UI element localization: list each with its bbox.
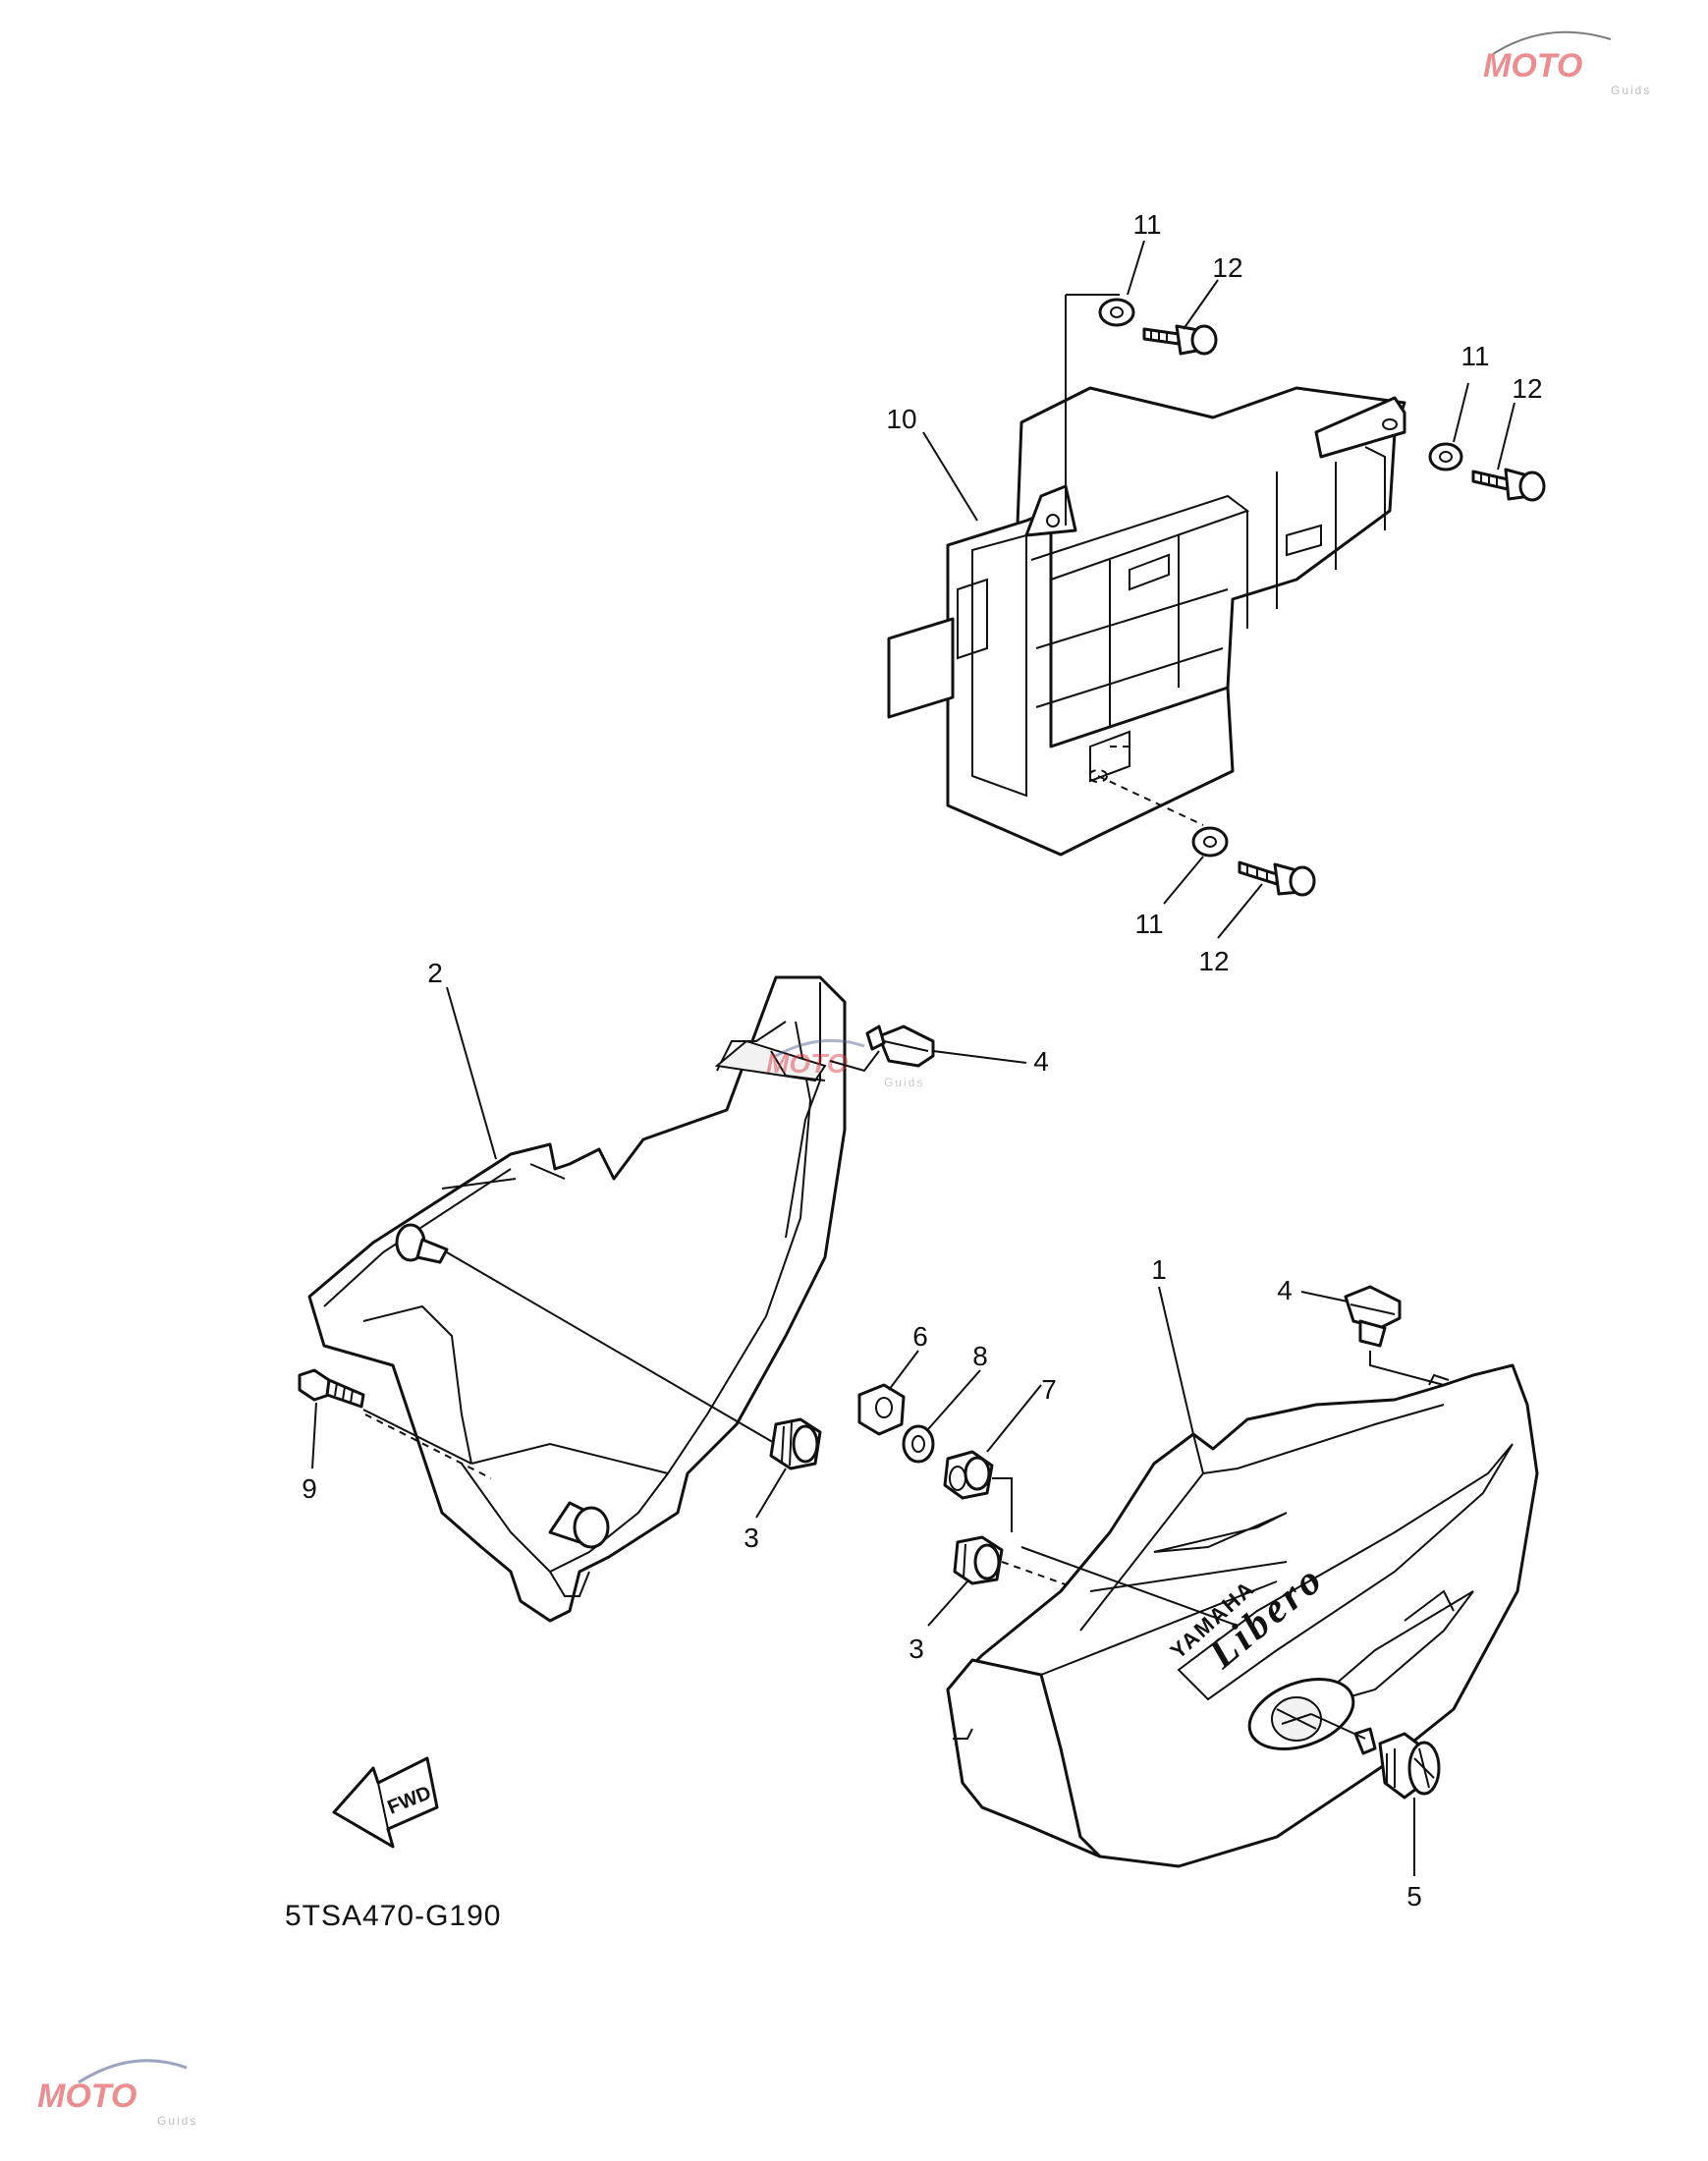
lock-cylinder-5 — [1353, 1727, 1441, 1800]
nut-6 — [857, 1383, 906, 1436]
callout-1: 1 — [1151, 1254, 1167, 1285]
leader-6 — [888, 1350, 919, 1391]
callout-7: 7 — [1041, 1374, 1057, 1405]
leader-12a — [1183, 279, 1219, 330]
mount-line-right — [1020, 1546, 1239, 1627]
clip-4-upper — [865, 1025, 935, 1068]
line-5 — [1310, 1713, 1366, 1740]
line-4b — [1369, 1351, 1445, 1386]
leader-4a — [932, 1050, 1027, 1064]
callout-4b: 4 — [1277, 1275, 1293, 1305]
callout-2: 2 — [427, 958, 443, 988]
grommet-7 — [943, 1450, 994, 1500]
leader-4b — [1300, 1291, 1349, 1302]
callout-3b: 3 — [909, 1634, 924, 1664]
watermark-sub-mid: Guids — [884, 1076, 924, 1089]
watermark-sub-top: Guids — [1611, 83, 1651, 97]
washer-8 — [902, 1424, 935, 1464]
leader-12b — [1497, 402, 1515, 471]
leader-12c — [1217, 883, 1263, 939]
leader-7 — [986, 1384, 1042, 1453]
line-7 — [992, 1477, 1013, 1532]
callout-3a: 3 — [744, 1523, 759, 1553]
watermark-logo-bottom: MOTO Guids — [37, 2059, 197, 2128]
callout-12c: 12 — [1198, 946, 1229, 976]
watermark-logo-top: MOTO Guids — [1483, 30, 1651, 97]
mount-line-left — [446, 1251, 777, 1445]
battery-box-part-10 — [887, 386, 1406, 857]
leader-4a-tail — [829, 1050, 880, 1073]
watermark-logo-mid: MOTO Guids — [766, 1038, 924, 1089]
side-cover-left-peg — [395, 1223, 449, 1264]
dash-9 — [364, 1413, 492, 1479]
callout-11a: 11 — [1132, 209, 1161, 240]
callout-11b: 11 — [1460, 341, 1489, 371]
leader-10 — [922, 431, 978, 522]
side-cover-right-part-1: YAMAHA Libero — [946, 1363, 1539, 1868]
watermark-sub-bottom: Guids — [157, 2114, 197, 2128]
screw-9 — [298, 1368, 365, 1409]
leader-11b — [1453, 382, 1469, 443]
bolt-12-right — [1471, 468, 1546, 502]
collar-11-bottom — [1191, 826, 1229, 858]
callout-12a: 12 — [1212, 252, 1242, 283]
bolt-12-bottom — [1238, 860, 1316, 897]
forward-arrow: FWD — [332, 1756, 439, 1849]
callout-4a: 4 — [1033, 1046, 1049, 1077]
callout-8: 8 — [972, 1341, 988, 1371]
callout-10: 10 — [886, 404, 916, 434]
clip-4-right — [1344, 1285, 1402, 1348]
collar-11-right — [1428, 442, 1463, 471]
grommet-3-left — [769, 1417, 822, 1470]
leader-11a — [1127, 240, 1145, 296]
diagram-code: 5TSA470-G190 — [285, 1900, 501, 1932]
leader-8 — [927, 1369, 981, 1430]
leader-9 — [311, 1402, 317, 1469]
collar-11-top — [1065, 294, 1135, 526]
bolt-12-top — [1142, 324, 1218, 356]
leader-1 — [1158, 1286, 1194, 1435]
callout-6: 6 — [912, 1321, 928, 1352]
leader-3a — [755, 1468, 787, 1519]
callout-11c: 11 — [1134, 909, 1163, 939]
callout-9: 9 — [302, 1473, 317, 1504]
watermark-brand-mid: MOTO — [766, 1048, 849, 1079]
watermark-brand-bottom: MOTO — [37, 2078, 137, 2115]
side-cover-left-part-2 — [307, 975, 847, 1623]
line-9 — [362, 1409, 472, 1465]
leader-11c — [1163, 856, 1204, 905]
watermark-brand-top: MOTO — [1483, 47, 1582, 84]
leader-2 — [446, 986, 497, 1160]
grommet-3-right — [953, 1535, 1004, 1585]
callout-5: 5 — [1406, 1881, 1422, 1912]
leader-3b — [927, 1580, 968, 1627]
callout-12b: 12 — [1512, 373, 1542, 404]
